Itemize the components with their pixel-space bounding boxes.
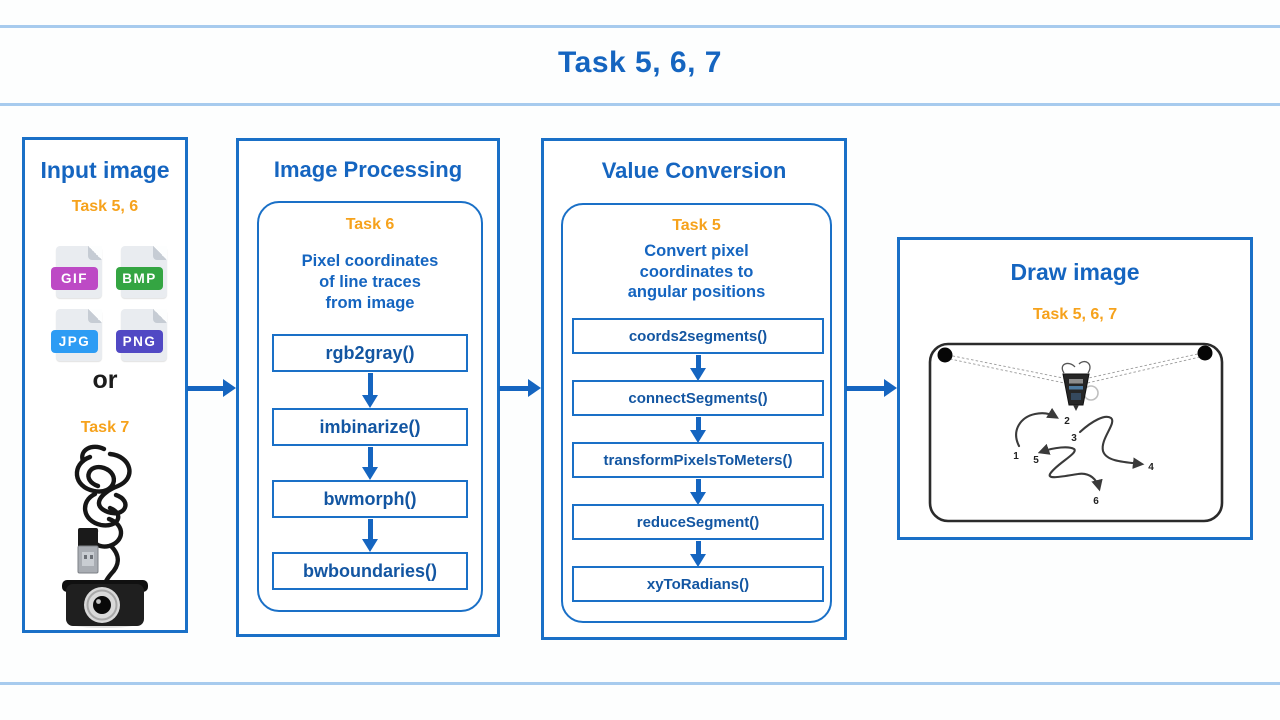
processing-description: Pixel coordinates of line traces from im… [259,251,481,314]
webcam-photo [62,444,148,628]
file-type-badge: BMP [116,267,163,290]
input-task7-label: Task 7 [80,419,130,436]
conversion-description: Convert pixel coordinates to angular pos… [563,241,830,303]
desc-line: angular positions [627,283,766,301]
file-type-label: BMP [122,271,157,286]
image-processing-title: Image Processing [273,157,463,182]
whiteboard-plotter-illustration: 1 2 3 4 5 6 [928,342,1224,523]
task6-container: Task 6 Pixel coordinates of line traces … [257,201,483,612]
desc-line: of line traces [319,273,421,291]
trace-point-2: 2 [1064,416,1070,427]
draw-task-label: Task 5, 6, 7 [1032,306,1118,323]
trace-point-3: 3 [1071,433,1077,444]
fn-box-connectsegments: connectSegments() [572,380,824,416]
trace-point-4: 4 [1148,462,1154,473]
task5-label: Task 5 [672,217,721,234]
divider-line-under-title [0,103,1280,106]
file-icon-jpg: JPG [51,309,103,363]
usb-plug [77,528,99,574]
file-icon-png: PNG [116,309,168,363]
desc-line: Convert pixel [644,242,749,260]
fn-box-rgb2gray: rgb2gray() [272,334,468,372]
task6-label: Task 6 [345,216,395,233]
drawn-trace-path [1015,407,1145,492]
draw-image-title: Draw image [1010,259,1140,285]
page-fold-icon [153,309,167,323]
fn-box-reducesegment: reduceSegment() [572,504,824,540]
page-fold-icon [88,309,102,323]
page-fold-icon [88,246,102,260]
file-type-badge: GIF [51,267,98,290]
trace-point-1: 1 [1013,451,1019,462]
value-conversion-title: Value Conversion [601,158,787,183]
flow-arrow-input-to-processing [187,379,236,397]
right-anchor-dot [1197,345,1213,361]
flow-arrow-processing-to-conversion [499,379,541,397]
trace-point-5: 5 [1033,455,1039,466]
trace-point-6: 6 [1093,496,1099,507]
file-type-label: JPG [58,334,91,349]
file-type-label: GIF [61,271,88,286]
or-label: or [92,366,118,394]
page-fold-icon [153,246,167,260]
plotter-robot [1061,360,1099,411]
fn-box-bwboundaries: bwboundaries() [272,552,468,590]
draw-image-box: Draw image Task 5, 6, 7 [897,237,1253,540]
divider-line-bottom [0,682,1280,685]
hanging-strings [947,352,1203,385]
divider-line-top [0,25,1280,28]
file-type-badge: JPG [51,330,98,353]
fn-box-imbinarize: imbinarize() [272,408,468,446]
input-image-box: Input image Task 5, 6 GIF BMP JPG PNG or… [22,137,188,633]
fn-box-coords2segments: coords2segments() [572,318,824,354]
left-anchor-dot [937,347,953,363]
file-type-badge: PNG [116,330,163,353]
webcam-body [62,580,148,628]
lens-aperture [93,596,111,614]
fn-box-xytoradians: xyToRadians() [572,566,824,602]
input-image-title: Input image [40,157,170,183]
value-conversion-box: Value Conversion Task 5 Convert pixel co… [541,138,847,640]
desc-line: from image [325,294,415,312]
page-title: Task 5, 6, 7 [558,46,722,79]
flow-arrow-conversion-to-draw [846,379,897,397]
task5-container: Task 5 Convert pixel coordinates to angu… [561,203,832,623]
fn-box-transformpixelstometers: transformPixelsToMeters() [572,442,824,478]
trace-point-numbers: 1 2 3 4 5 6 [1013,416,1154,507]
file-icon-gif: GIF [51,246,103,300]
image-processing-box: Image Processing Task 6 Pixel coordinate… [236,138,500,637]
file-icon-bmp: BMP [116,246,168,300]
desc-line: Pixel coordinates [301,252,439,270]
file-type-label: PNG [122,334,157,349]
fn-box-bwmorph: bwmorph() [272,480,468,518]
input-task-label: Task 5, 6 [71,198,139,215]
desc-line: coordinates to [639,262,754,281]
whiteboard [928,342,1224,523]
